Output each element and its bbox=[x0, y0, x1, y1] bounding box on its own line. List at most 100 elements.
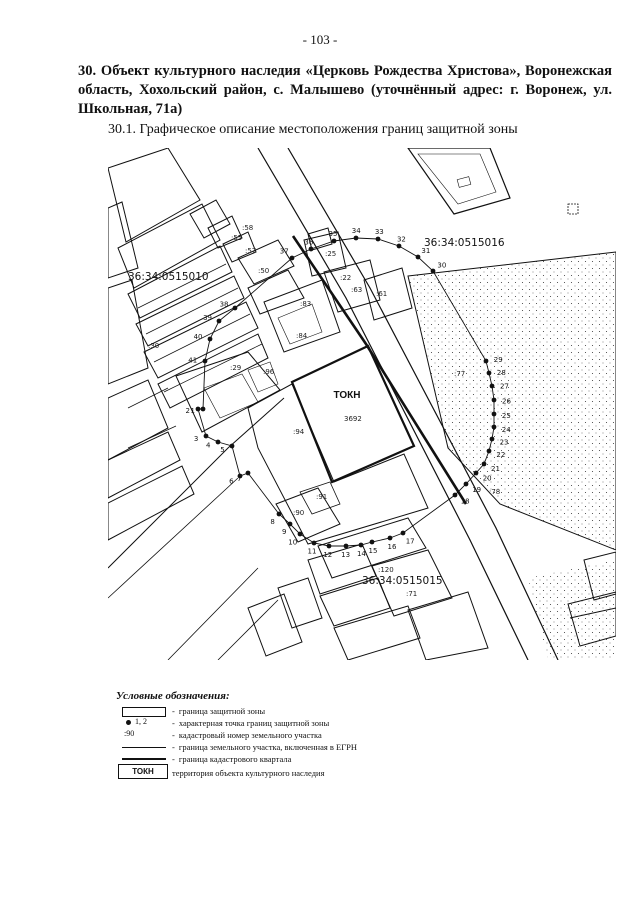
boundary-point-17 bbox=[400, 530, 406, 536]
boundary-point-40 bbox=[207, 336, 213, 342]
parcel-number-label: :58 bbox=[242, 224, 253, 232]
boundary-point-label: 9 bbox=[282, 528, 286, 536]
parcel-84-inner bbox=[277, 303, 323, 345]
legend-item-parcel-boundary: -граница земельного участка, включенная … bbox=[116, 741, 536, 753]
boundary-point-32 bbox=[396, 243, 402, 249]
legend-text: территория объекта культурного наследия bbox=[172, 768, 325, 778]
boundary-point-label: 34 bbox=[352, 227, 361, 235]
parcel-29-inner bbox=[203, 373, 259, 419]
boundary-point-label: 26 bbox=[502, 397, 511, 405]
boundary-point-label: 21 bbox=[491, 465, 500, 473]
boundary-point-label: 4 bbox=[206, 442, 211, 450]
parcel-number-label: :55 bbox=[231, 234, 242, 242]
boundary-point-label: 13 bbox=[341, 551, 350, 559]
legend-point-symbol: 1, 2 bbox=[116, 717, 166, 729]
boundary-point-label: 12 bbox=[323, 551, 332, 559]
protection-zone-boundary bbox=[197, 237, 495, 547]
boundary-point-label: 14 bbox=[357, 550, 366, 558]
legend-text: граница кадастрового квартала bbox=[178, 754, 292, 764]
boundary-point-label: 28 bbox=[497, 369, 506, 377]
boundary-point-37 bbox=[289, 255, 295, 261]
legend-symbol-text: 1, 2 bbox=[135, 717, 147, 726]
legend-item-boundary-point: 1, 2 -характерная точка границ защитной … bbox=[116, 717, 536, 729]
boundary-point-label: 7 bbox=[237, 475, 241, 483]
boundary-point-label: 41 bbox=[188, 356, 197, 364]
parcel-south-row bbox=[317, 517, 427, 579]
legend-text: граница защитной зоны bbox=[178, 706, 266, 716]
boundary-point-label: 17 bbox=[406, 538, 415, 546]
boundary-point-label: 11 bbox=[308, 548, 317, 556]
legend-text: характерная точка границ защитной зоны bbox=[178, 718, 330, 728]
legend-item-zone-boundary: -граница защитной зоны bbox=[116, 705, 536, 717]
legend-thick-line-symbol bbox=[116, 753, 166, 765]
boundary-point-label: 25 bbox=[502, 412, 511, 420]
parcel-number-label: :78 bbox=[489, 488, 500, 496]
boundary-point-2 bbox=[195, 406, 201, 412]
boundary-point-label: 1 bbox=[191, 407, 195, 415]
boundary-point-label: 15 bbox=[369, 547, 378, 555]
parcel-number-label: :25 bbox=[325, 250, 336, 258]
boundary-point-label: 40 bbox=[194, 333, 203, 341]
building-north-east bbox=[407, 148, 511, 215]
parcel-number-label: :84 bbox=[296, 332, 308, 340]
boundary-point-label: 23 bbox=[500, 439, 509, 447]
protection-zone-map: ТОКН 36:34:0515016 36:34:0515010 bbox=[108, 148, 616, 660]
boundary-point-label: 22 bbox=[496, 451, 505, 459]
boundary-point-21 bbox=[481, 461, 487, 467]
boundary-point-label: 18 bbox=[461, 498, 470, 506]
boundary-point-label: 30 bbox=[437, 261, 446, 269]
church-label-box bbox=[328, 387, 366, 401]
boundary-point-label: 36 bbox=[304, 238, 313, 246]
boundary-point-label: 6 bbox=[229, 478, 234, 486]
object-heading: 30. Объект культурного наследия «Церковь… bbox=[78, 63, 612, 117]
boundary-point-label: 8 bbox=[270, 518, 274, 526]
boundary-point-label: 29 bbox=[494, 356, 503, 364]
map-canvas: ТОКН 36:34:0515016 36:34:0515010 bbox=[108, 148, 616, 660]
legend-item-cadastral-number: :90 -кадастровый номер земельного участк… bbox=[116, 729, 536, 741]
parcel-number-label: :29 bbox=[230, 364, 241, 372]
south-blocks bbox=[247, 543, 489, 660]
parcel-number-label: :120 bbox=[378, 566, 394, 574]
parcel-number-label: :22 bbox=[340, 274, 351, 282]
church-large-parcel bbox=[247, 383, 429, 545]
legend-text: граница земельного участка, включенная в… bbox=[178, 742, 358, 752]
parcel-91 bbox=[299, 481, 341, 515]
main-road-edge-b bbox=[287, 148, 559, 660]
boundary-point-23 bbox=[489, 436, 495, 442]
building-north-east-inner bbox=[417, 153, 497, 205]
main-road-edge-a bbox=[257, 148, 529, 660]
west-blocks bbox=[108, 148, 305, 541]
parcel-number-label: 3692 bbox=[344, 415, 362, 423]
boundary-point-4 bbox=[215, 439, 221, 445]
boundary-point-label: 31 bbox=[421, 247, 430, 255]
map-legend: Условные обозначения: -граница защитной … bbox=[116, 690, 536, 781]
boundary-point-10 bbox=[297, 531, 303, 537]
boundary-point-label: 20 bbox=[483, 474, 492, 482]
boundary-point-3 bbox=[203, 433, 209, 439]
quarter-boundary bbox=[291, 235, 468, 505]
parcel-22-63 bbox=[323, 259, 381, 313]
boundary-point-label: 27 bbox=[500, 383, 509, 391]
parcel-number-label: :83 bbox=[300, 300, 311, 308]
boundary-point-9 bbox=[287, 521, 293, 527]
boundary-point-15 bbox=[369, 539, 375, 545]
west-road bbox=[108, 397, 285, 569]
boundary-point-label: 24 bbox=[502, 426, 511, 434]
legend-item-tokn: ТОКН территория объекта культурного насл… bbox=[116, 764, 536, 781]
parcel-number-label: :91 bbox=[316, 493, 327, 501]
boundary-point-20 bbox=[473, 470, 479, 476]
parcel-number-label: :30 bbox=[148, 342, 159, 350]
boundary-point-label: 32 bbox=[397, 235, 406, 243]
south-west-lines bbox=[167, 567, 279, 660]
section-subheading: 30.1. Графическое описание местоположени… bbox=[108, 122, 518, 137]
parcel-number-label: :94 bbox=[293, 428, 305, 436]
parcel-labels: :58:57:55:50:83:84:30:29:96:25:22:63:61:… bbox=[148, 224, 500, 598]
boundary-point-25 bbox=[491, 411, 497, 417]
boundary-point-6 bbox=[237, 473, 243, 479]
boundary-point-18 bbox=[452, 492, 458, 498]
parcel-90-91 bbox=[275, 487, 341, 543]
boundary-point-30 bbox=[430, 268, 436, 274]
parcel-number-label: :77 bbox=[454, 370, 465, 378]
boundary-point-11 bbox=[311, 540, 317, 546]
boundary-point-24 bbox=[491, 424, 497, 430]
